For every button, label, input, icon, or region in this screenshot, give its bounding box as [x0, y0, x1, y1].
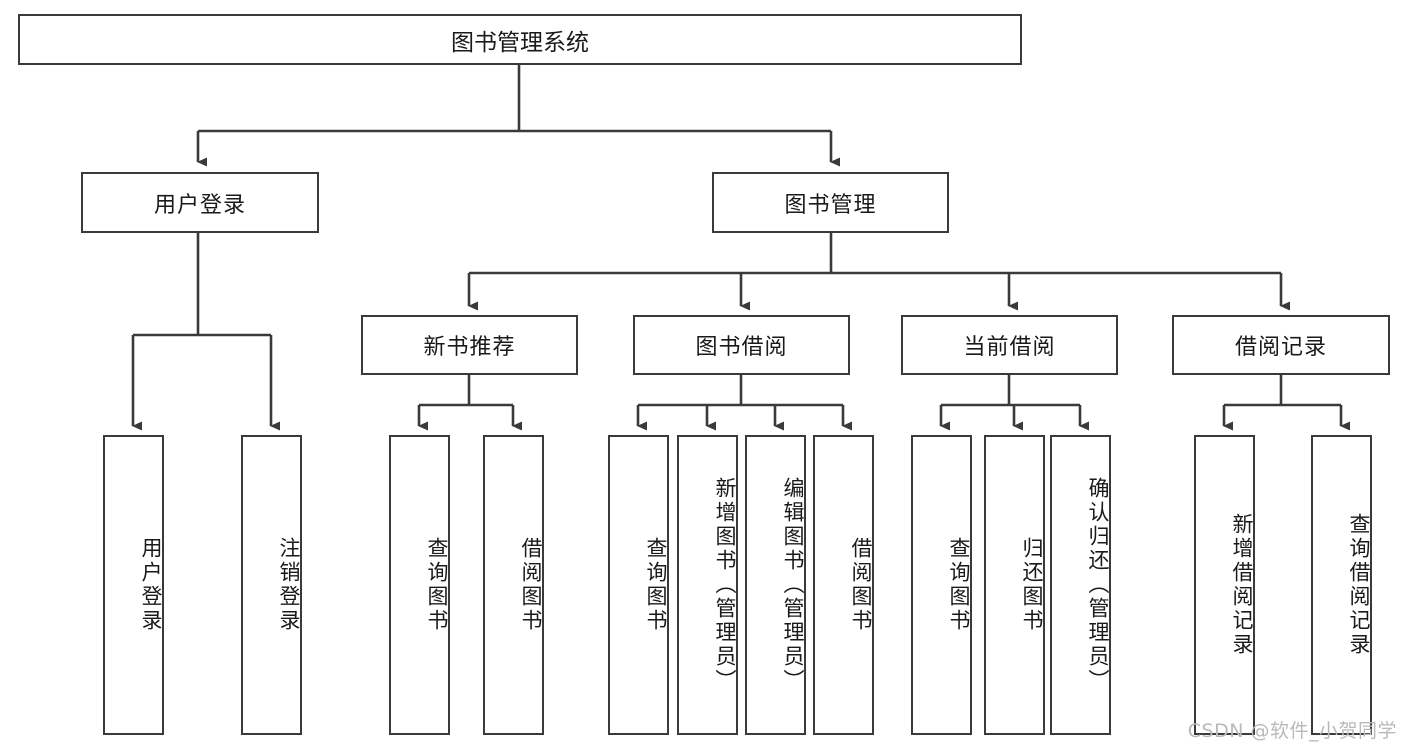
node-label: 注销登录: [277, 537, 301, 633]
node-label: 编辑图书（管理员）: [781, 477, 805, 693]
node-borrow-record[interactable]: 借阅记录: [1172, 315, 1390, 375]
node-label: 借阅图书: [849, 537, 873, 633]
leaf-user-login[interactable]: 用户登录: [103, 435, 164, 735]
node-label: 用户登录: [153, 192, 246, 218]
node-label: 图书管理系统: [451, 29, 589, 56]
node-book-borrow[interactable]: 图书借阅: [633, 315, 850, 375]
leaf-logout[interactable]: 注销登录: [241, 435, 302, 735]
node-label: 借阅记录: [1234, 335, 1327, 360]
leaf-query-book-recommend[interactable]: 查询图书: [389, 435, 450, 735]
node-label: 当前借阅: [963, 335, 1056, 360]
node-label: 新增图书（管理员）: [713, 477, 737, 693]
leaf-query-book-borrow[interactable]: 查询图书: [608, 435, 669, 735]
leaf-add-borrow-record[interactable]: 新增借阅记录: [1194, 435, 1255, 735]
node-label: 查询图书: [947, 537, 971, 633]
node-label: 图书管理: [784, 192, 877, 218]
node-label: 查询图书: [644, 537, 668, 633]
node-label: 查询借阅记录: [1347, 513, 1371, 657]
node-current-borrow[interactable]: 当前借阅: [901, 315, 1118, 375]
leaf-confirm-return-admin[interactable]: 确认归还（管理员）: [1050, 435, 1111, 735]
leaf-return-book[interactable]: 归还图书: [984, 435, 1045, 735]
node-label: 新书推荐: [423, 335, 516, 360]
node-new-book-recommend[interactable]: 新书推荐: [361, 315, 578, 375]
leaf-edit-book-admin[interactable]: 编辑图书（管理员）: [745, 435, 806, 735]
node-root-system[interactable]: 图书管理系统: [18, 14, 1022, 65]
node-book-management[interactable]: 图书管理: [712, 172, 949, 233]
node-user-login[interactable]: 用户登录: [81, 172, 319, 233]
leaf-borrow-book[interactable]: 借阅图书: [813, 435, 874, 735]
node-label: 用户登录: [139, 537, 163, 633]
leaf-borrow-book-recommend[interactable]: 借阅图书: [483, 435, 544, 735]
node-label: 新增借阅记录: [1230, 513, 1254, 657]
node-label: 查询图书: [425, 537, 449, 633]
node-label: 归还图书: [1020, 537, 1044, 633]
leaf-query-borrow-record[interactable]: 查询借阅记录: [1311, 435, 1372, 735]
leaf-query-book-current[interactable]: 查询图书: [911, 435, 972, 735]
node-label: 借阅图书: [519, 537, 543, 633]
node-label: 确认归还（管理员）: [1086, 477, 1110, 693]
leaf-add-book-admin[interactable]: 新增图书（管理员）: [677, 435, 738, 735]
node-label: 图书借阅: [695, 335, 788, 360]
